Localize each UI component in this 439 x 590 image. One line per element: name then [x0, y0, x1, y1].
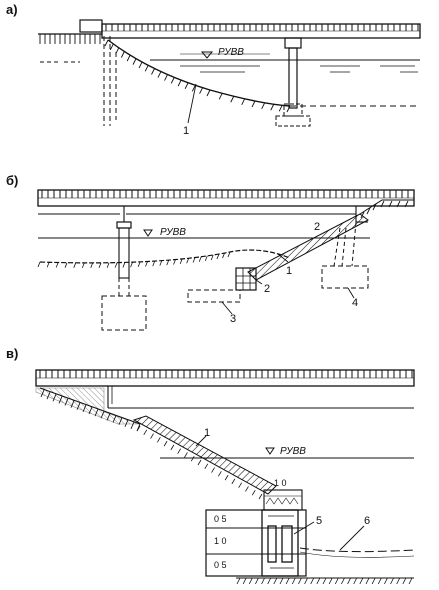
panel-c-callout-5: 5 — [316, 515, 322, 527]
panel-a-riverbed-slope — [104, 39, 420, 113]
panel-b-callout-2-upper: 2 — [314, 221, 320, 233]
panel-a-ground — [38, 33, 102, 63]
panel-b-toe-block — [235, 267, 257, 291]
panel-c-callout-5-leader — [293, 521, 315, 535]
panel-a-label: а) — [6, 2, 18, 17]
panel-b-riverbed — [37, 249, 291, 269]
panel-b-callout-1: 1 — [286, 265, 292, 277]
panel-c-callout-6: 6 — [364, 515, 370, 527]
panel-c-water — [160, 447, 414, 459]
panel-b-callout-2-leader — [255, 279, 263, 285]
panel-c-riverbed — [236, 547, 415, 585]
panel-b-slope-revetment — [247, 199, 414, 281]
panel-c-dim-top: 1 0 — [274, 478, 287, 488]
panel-b-callout-4: 4 — [352, 297, 358, 309]
panel-b-old-foundation — [187, 289, 241, 303]
panel-a-water-level-label: РУВВ — [218, 47, 244, 58]
panel-c-embankment — [35, 387, 141, 432]
panel-b-water-level-label: РУВВ — [160, 227, 186, 238]
panel-b-callout-3: 3 — [230, 313, 236, 325]
panel-a-abutment — [103, 36, 117, 126]
panel-b-callout-4-leader — [347, 287, 355, 299]
panel-b: б) РУВВ — [6, 173, 415, 331]
panel-c-label: в) — [6, 346, 18, 361]
panel-a: а) — [6, 2, 421, 137]
panel-c-slope-revetment — [132, 415, 277, 500]
panel-b-bridge-deck — [37, 189, 415, 223]
panel-c-callout-6-leader — [339, 525, 365, 551]
panel-b-pier — [101, 206, 147, 331]
panel-b-callout-2: 2 — [264, 283, 270, 295]
panel-a-water — [150, 51, 420, 73]
panel-a-bridge-deck — [79, 19, 421, 39]
panel-b-callout-1-leader — [277, 253, 289, 263]
panel-c-callout-1: 1 — [204, 427, 210, 439]
panel-a-callout-1-leader — [187, 83, 197, 124]
panel-c-caisson — [261, 509, 299, 577]
panel-c-water-level-label: РУВВ — [280, 446, 306, 457]
panel-a-callout-1: 1 — [183, 125, 189, 137]
panel-c-callout-1-leader — [195, 435, 207, 447]
panel-c-dim-middle: 1 0 — [214, 536, 227, 546]
panel-c-bridge-deck — [35, 369, 415, 409]
panel-c-dim-upper: 0 5 — [214, 514, 227, 524]
panel-b-callout-3-leader — [221, 301, 233, 315]
panel-c-dim-lower: 0 5 — [214, 560, 227, 570]
panel-c: в) РУВВ — [6, 346, 415, 585]
panel-b-label: б) — [6, 173, 18, 188]
panel-a-pier — [275, 37, 311, 127]
panel-b-abutment-piles — [321, 221, 369, 289]
